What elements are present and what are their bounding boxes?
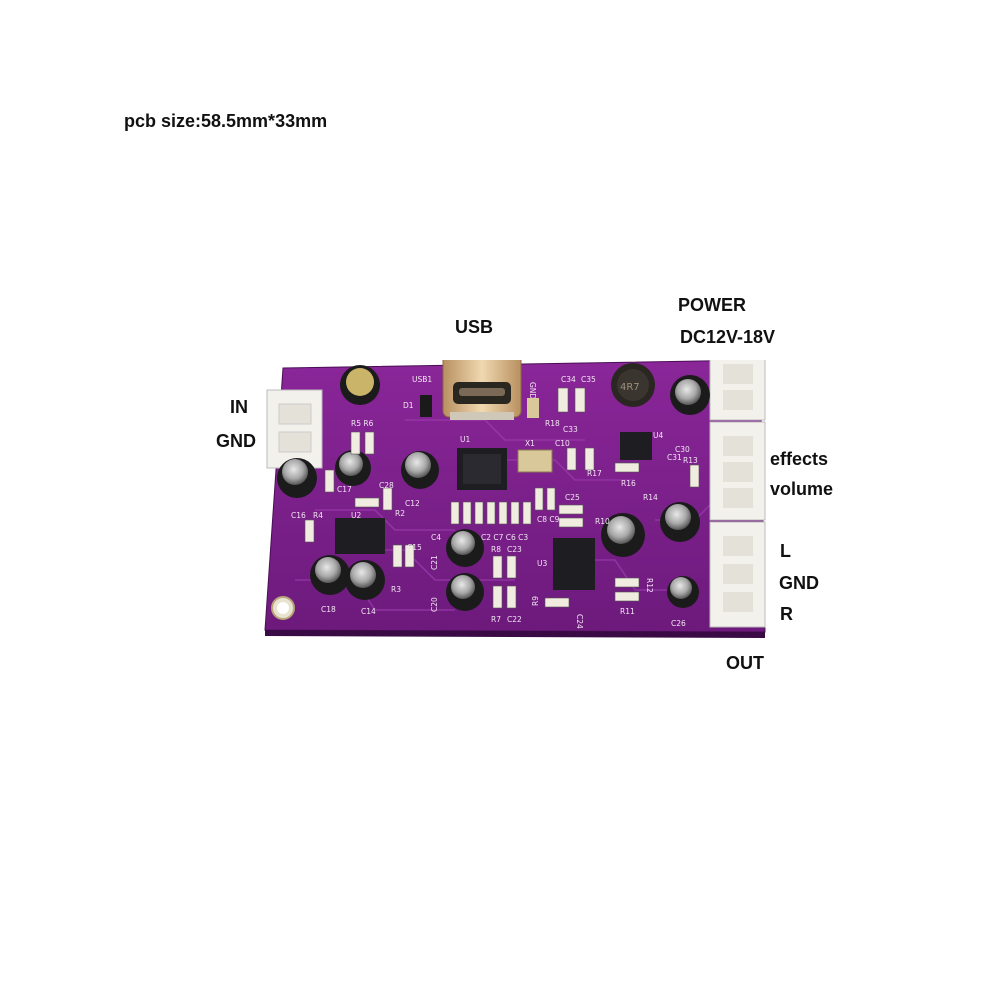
silk-c12: C12 bbox=[405, 499, 420, 508]
smd-components bbox=[304, 387, 700, 609]
silk-c15: C15 bbox=[407, 543, 422, 552]
silk-c16: C16 bbox=[291, 511, 306, 520]
silk-c30: C30 bbox=[675, 445, 690, 454]
output-ground-label: GND bbox=[779, 573, 819, 593]
silk-c35: C35 bbox=[581, 375, 596, 384]
usb-audio-chip bbox=[457, 448, 507, 490]
capacitor bbox=[340, 365, 380, 405]
capacitor bbox=[660, 502, 700, 542]
capacitor bbox=[345, 560, 385, 600]
regulator-chip bbox=[620, 432, 652, 460]
capacitor bbox=[310, 555, 350, 595]
silk-c28: C28 bbox=[379, 481, 394, 490]
silk-c17: C17 bbox=[337, 485, 352, 494]
silk-r10: R10 bbox=[595, 517, 610, 526]
silk-c18: C18 bbox=[321, 605, 336, 614]
opamp-chip bbox=[335, 518, 385, 554]
silk-inductor: 4R7 bbox=[620, 382, 640, 393]
silk-r4: R4 bbox=[313, 511, 323, 520]
usb-label: USB bbox=[455, 317, 494, 337]
silk-r16: R16 bbox=[621, 479, 636, 488]
silk-r7: R7 bbox=[491, 615, 501, 624]
input-connector[interactable] bbox=[266, 389, 323, 469]
silk-c22: C22 bbox=[507, 615, 522, 624]
silk-r14: R14 bbox=[643, 493, 658, 502]
effects-label: effects bbox=[770, 449, 829, 469]
output-label: OUT bbox=[726, 653, 764, 673]
capacitor bbox=[446, 573, 484, 611]
input-ground-label: GND bbox=[216, 431, 256, 451]
silk-r8: R8 bbox=[491, 545, 501, 554]
power-label: POWER bbox=[678, 295, 747, 315]
silk-r18: R18 bbox=[545, 419, 560, 428]
silk-c23: C23 bbox=[507, 545, 522, 554]
silk-c33: C33 bbox=[563, 425, 578, 434]
capacitor bbox=[401, 451, 439, 489]
power-voltage-label: DC12V-18V bbox=[680, 327, 776, 347]
volume-label: volume bbox=[770, 479, 834, 499]
usb-c-port[interactable] bbox=[442, 360, 522, 420]
silk-u4: U4 bbox=[653, 431, 663, 440]
crystal bbox=[517, 449, 553, 473]
diode bbox=[420, 395, 432, 417]
silk-c34: C34 bbox=[561, 375, 576, 384]
silk-r3: R3 bbox=[391, 585, 401, 594]
silk-c21: C21 bbox=[430, 555, 439, 570]
power-connector[interactable] bbox=[709, 360, 766, 421]
silk-u3: U3 bbox=[537, 559, 547, 568]
silk-usb1: USB1 bbox=[412, 375, 432, 384]
silk-r11: R11 bbox=[620, 607, 635, 616]
capacitor bbox=[670, 375, 710, 415]
silk-c25: C25 bbox=[565, 493, 580, 502]
silk-r5r6: R5 R6 bbox=[351, 419, 374, 428]
silk-r9: R9 bbox=[531, 596, 540, 606]
silk-c31: C31 bbox=[667, 453, 682, 462]
effects-volume-connector[interactable] bbox=[709, 421, 766, 521]
silk-c7c6c3: C2 C7 C6 C3 bbox=[481, 533, 528, 542]
output-left-label: L bbox=[780, 541, 791, 561]
capacitor bbox=[601, 513, 645, 557]
silk-r12: R12 bbox=[645, 578, 654, 593]
silk-c24: C24 bbox=[575, 614, 584, 629]
dsp-chip bbox=[553, 538, 595, 590]
pcb-photo: USB1 D1 GND U1 4R7 bbox=[255, 360, 775, 640]
silk-c4: C4 bbox=[431, 533, 441, 542]
silk-u1: U1 bbox=[460, 435, 470, 444]
input-signal-label: IN bbox=[230, 397, 248, 417]
inductor bbox=[611, 363, 655, 407]
silk-gnd: GND bbox=[528, 382, 537, 399]
silk-u2: U2 bbox=[351, 511, 361, 520]
silk-r2: R2 bbox=[395, 509, 405, 518]
output-connector[interactable] bbox=[709, 521, 766, 628]
capacitor bbox=[446, 529, 484, 567]
capacitor bbox=[335, 450, 371, 486]
silk-c20: C20 bbox=[430, 597, 439, 612]
silk-r17: R17 bbox=[587, 469, 602, 478]
silk-c10: C10 bbox=[555, 439, 570, 448]
silk-c26: C26 bbox=[671, 619, 686, 628]
silk-r13: R13 bbox=[683, 456, 698, 465]
silk-c14: C14 bbox=[361, 607, 376, 616]
capacitor bbox=[667, 576, 699, 608]
silk-x1: X1 bbox=[525, 439, 535, 448]
silk-d1: D1 bbox=[403, 401, 414, 410]
gnd-pad bbox=[527, 398, 539, 418]
output-right-label: R bbox=[780, 604, 793, 624]
capacitor bbox=[277, 458, 317, 498]
pcb-size-caption: pcb size:58.5mm*33mm bbox=[124, 111, 328, 131]
silk-c8c9: C8 C9 bbox=[537, 515, 560, 524]
